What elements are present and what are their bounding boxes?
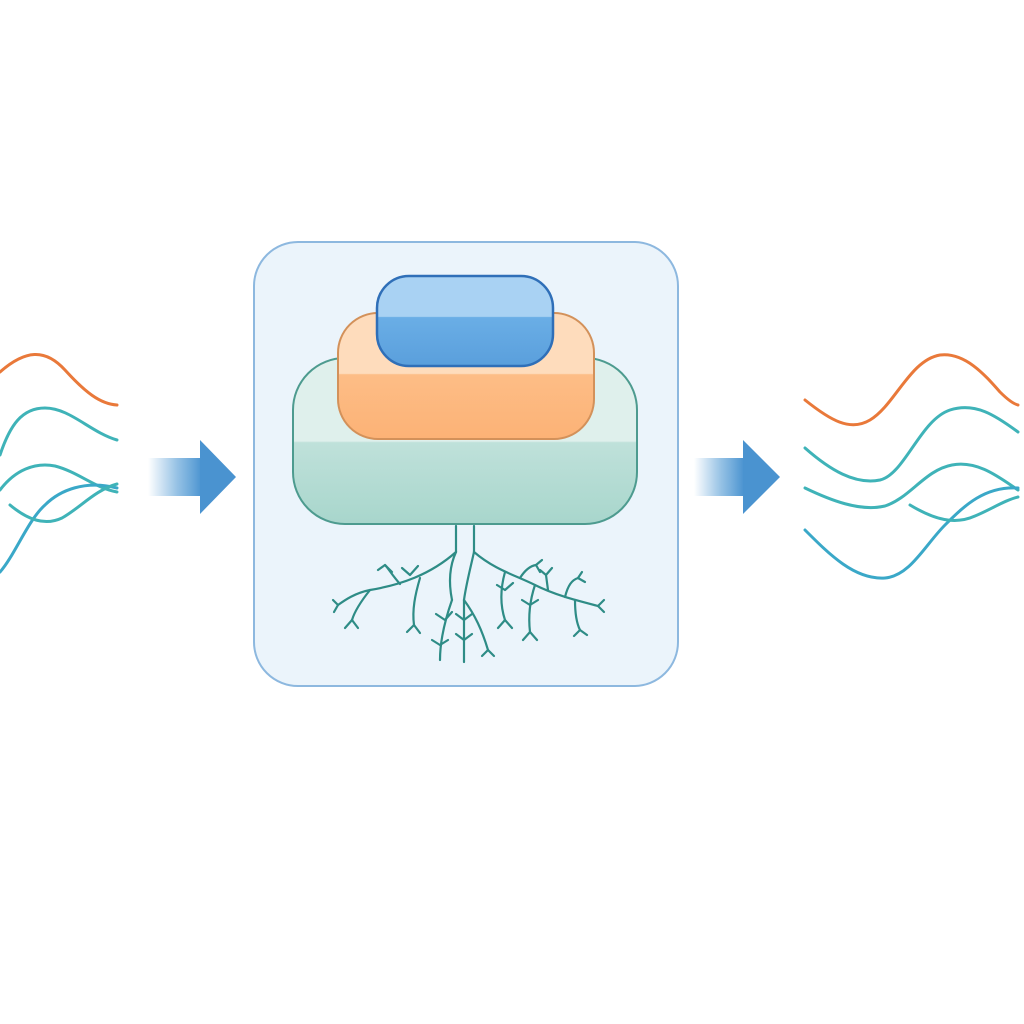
input-wave-teal-2: [0, 463, 119, 494]
processing-block: [253, 241, 679, 687]
output-wave-orange: [803, 353, 1020, 427]
output-wave-teal-2: [803, 462, 1020, 510]
right-arrow-icon: [148, 440, 236, 514]
output-wave-blue: [803, 486, 1020, 580]
right-arrow-icon: [694, 440, 780, 514]
top-layer: [375, 274, 555, 368]
output-wave-teal-1: [803, 406, 1020, 483]
input-arrow: [148, 440, 236, 514]
input-waves: [0, 353, 119, 574]
input-wave-orange: [0, 353, 119, 407]
input-wave-blue: [0, 483, 119, 574]
input-wave-teal-1: [0, 406, 119, 457]
branching-roots-icon: [331, 524, 606, 664]
output-arrow: [694, 440, 780, 514]
output-waves: [803, 353, 1020, 580]
input-wave-teal-3: [8, 482, 119, 523]
output-wave-teal-3: [908, 495, 1020, 522]
